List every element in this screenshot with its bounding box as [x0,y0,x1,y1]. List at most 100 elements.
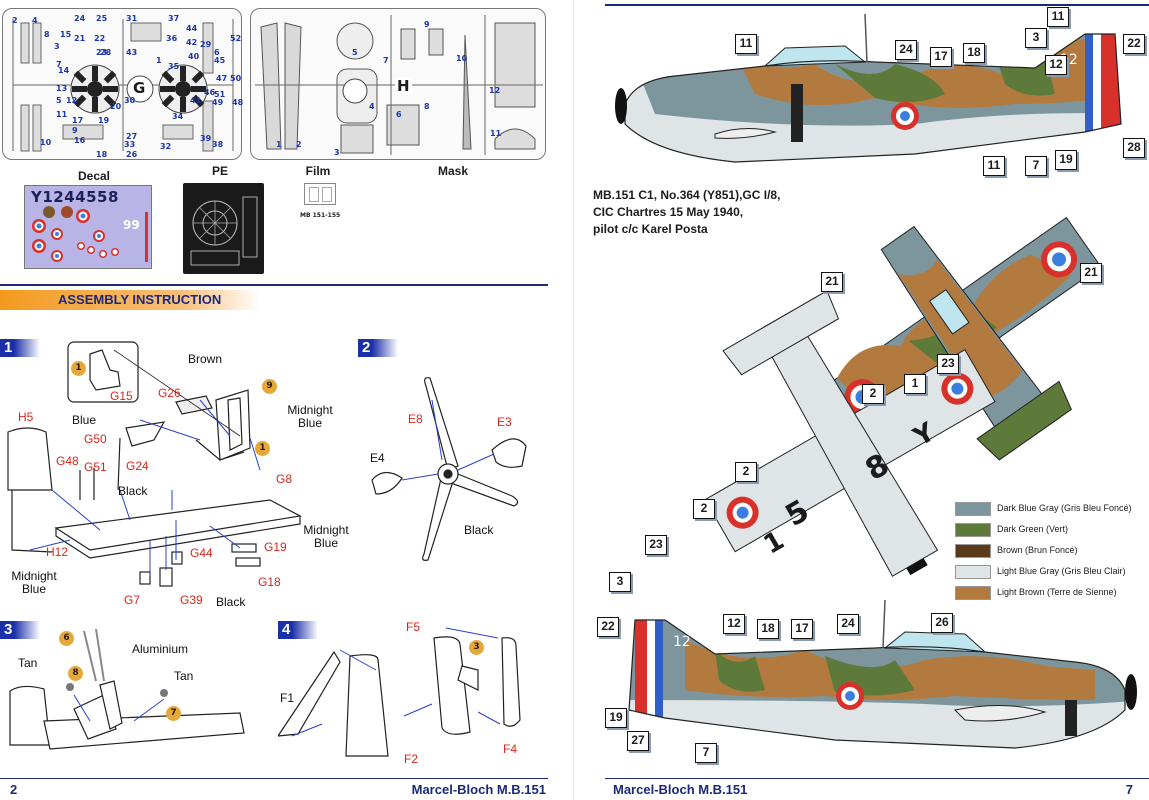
ref-circle-8: 8 [68,666,83,681]
scheme-caption-line2: CIC Chartres 15 May 1940, [593,205,744,219]
paint-note-midnight-blue-floor: Midnight Blue [303,523,349,550]
sprue-g-part-number: 39 [200,134,212,143]
decal-sheet: Y1244558 99 [24,185,152,269]
sprue-h-part-number: 8 [424,102,430,111]
section-header: ASSEMBLY INSTRUCTION [0,290,260,310]
step-2-drawing [371,377,527,561]
label-g44: G44 [190,546,213,560]
legend-label: Dark Green (Vert) [997,524,1069,534]
callout-marker: 11 [735,34,757,54]
decal-side-number: 99 [123,218,140,232]
profile-top: 12 [615,14,1122,163]
sprue-g-part-number: 31 [126,14,138,23]
sprue-g-part-number: 52 [230,34,242,43]
top-rule [605,4,1149,6]
callout-marker: 22 [597,617,619,637]
sprue-g-part-number: 11 [56,110,68,119]
ref-circle-1: 1 [255,441,270,456]
sprue-h-part-number: 9 [424,20,430,29]
label-g26: G26 [158,386,181,400]
callout-marker: 21 [821,272,843,292]
sprue-g-part-number: 26 [126,150,138,159]
sprue-g-part-number: 43 [126,48,138,57]
callout-marker: 23 [645,535,667,555]
pe-fret-parts [190,196,258,266]
sprue-g-part-number: 32 [160,142,172,151]
ref-circle-9: 9 [262,379,277,394]
label-g39: G39 [180,593,203,607]
sprue-g-part-number: 42 [186,38,198,47]
sprue-g-part-number: 19 [98,116,110,125]
sprue-g-part-number: 15 [60,30,72,39]
sprue-g-part-number: 49 [212,98,224,107]
paint-note-tan-right: Tan [174,669,194,683]
scheme-caption: MB.151 C1, No.364 (Y851),GC I/8, CIC Cha… [593,187,780,238]
section-header-bar [0,284,548,286]
sprue-g-part-number: 10 [40,138,52,147]
label-g48: G48 [56,454,79,468]
sprue-g-part-number: 50 [230,74,242,83]
paint-note-black-prop: Black [464,523,494,537]
paint-note-black-levers: Black [118,484,148,498]
callout-marker: 19 [1055,150,1077,170]
label-g51: G51 [84,460,107,474]
footer-title-left: Marcel-Bloch M.B.151 [411,782,546,797]
sprue-h-part-number: 1 [276,140,282,149]
step-4-drawing [278,627,521,757]
label-h5: H5 [18,410,34,424]
decal-serial: Y1244558 [31,188,119,206]
sprue-g-drawing [12,19,234,152]
label-g19: G19 [264,540,287,554]
legend-swatch [955,586,991,600]
page-number-right: 7 [1125,782,1133,797]
callout-marker: 7 [1025,156,1047,176]
footer-left: 2 Marcel-Bloch M.B.151 [0,778,548,800]
ref-circle-7: 7 [166,706,181,721]
sprue-g-part-number: 34 [172,112,184,121]
sprue-g-part-number: 14 [58,66,70,75]
callout-marker: 11 [983,156,1005,176]
sprue-g-part-number: 38 [212,140,224,149]
section-header-text: ASSEMBLY INSTRUCTION [58,292,222,307]
legend-swatch [955,502,991,516]
page-number-left: 2 [10,782,18,797]
callout-marker: 2 [735,462,757,482]
sprue-h-part-number: 6 [396,110,402,119]
sprue-g-part-number: 13 [56,84,68,93]
sprue-g-part-number: 46 [204,88,216,97]
ref-circle-6: 6 [59,631,74,646]
sprue-g-part-number: 16 [74,136,86,145]
sprue-g-part-number: 40 [188,52,200,61]
paint-note-blue: Blue [72,413,97,427]
ref-circle-1-inset: 1 [71,361,86,376]
sprue-g-part-number: 23 [96,48,108,57]
sprue-g-part-number: 22 [94,34,106,43]
sprue-g-part-number: 35 [168,62,180,71]
sprue-h: H [250,8,546,160]
label-h12: H12 [46,545,69,559]
sprue-g-part-number: 44 [186,24,198,33]
legend-swatch [955,565,991,579]
label-g7: G7 [124,593,141,607]
label-g24: G24 [126,459,149,473]
label-f5: F5 [406,620,421,634]
callout-marker: 19 [605,708,627,728]
callout-marker: 3 [609,572,631,592]
tail-number-bottom: 12 [673,634,691,650]
label-f4: F4 [503,742,518,756]
sprue-g-part-number: 20 [110,102,122,111]
sprue-g-part-number: 27 [126,132,138,141]
callout-marker: 18 [757,619,779,639]
label-e8: E8 [408,412,423,426]
sprue-g-part-number: 1 [156,56,162,65]
sprue-g-part-number: 17 [72,116,84,125]
decal-roundels [32,206,148,262]
step-3-drawing [9,628,245,750]
callout-marker: 1 [904,374,926,394]
callout-marker: 17 [930,47,952,67]
sprue-h-part-number: 5 [352,48,358,57]
sprue-g-part-number: 47 [216,74,228,83]
sprue-g-part-number: 24 [74,14,86,23]
legend-swatch [955,544,991,558]
sprue-h-drawing [255,15,543,155]
